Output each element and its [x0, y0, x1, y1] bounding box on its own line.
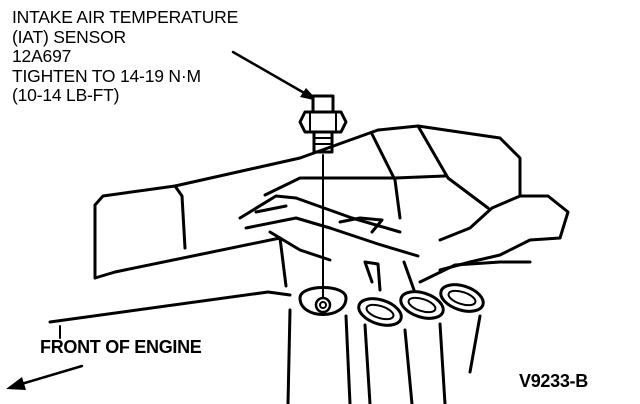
callout-line-3: 12A697	[12, 46, 72, 66]
callout-leader-arrow	[231, 50, 318, 101]
valve-cover	[93, 124, 522, 280]
callout-line-4: TIGHTEN TO 14-19 N·m	[12, 65, 201, 86]
sensor-callout-text: INTAKE AIR TEMPERATURE (IAT) SENSOR 12A6…	[12, 7, 239, 106]
engine-block-edge	[48, 290, 292, 339]
callout-line-5: (10-14 LB-FT)	[12, 85, 120, 105]
sensor-mounting-port	[298, 286, 348, 316]
iat-sensor	[298, 94, 348, 154]
intake-runners	[238, 194, 420, 262]
intake-port-ovals	[357, 283, 485, 327]
figure-code: V9233-B	[519, 371, 588, 391]
front-of-engine-label: FRONT OF ENGINE	[40, 337, 202, 357]
callout-line-1: INTAKE AIR TEMPERATURE	[12, 7, 239, 27]
front-direction-arrow	[6, 364, 84, 390]
intake-manifold-body	[278, 194, 570, 292]
lower-runner-tubes	[286, 308, 482, 404]
callout-line-2: (IAT) SENSOR	[12, 26, 126, 47]
